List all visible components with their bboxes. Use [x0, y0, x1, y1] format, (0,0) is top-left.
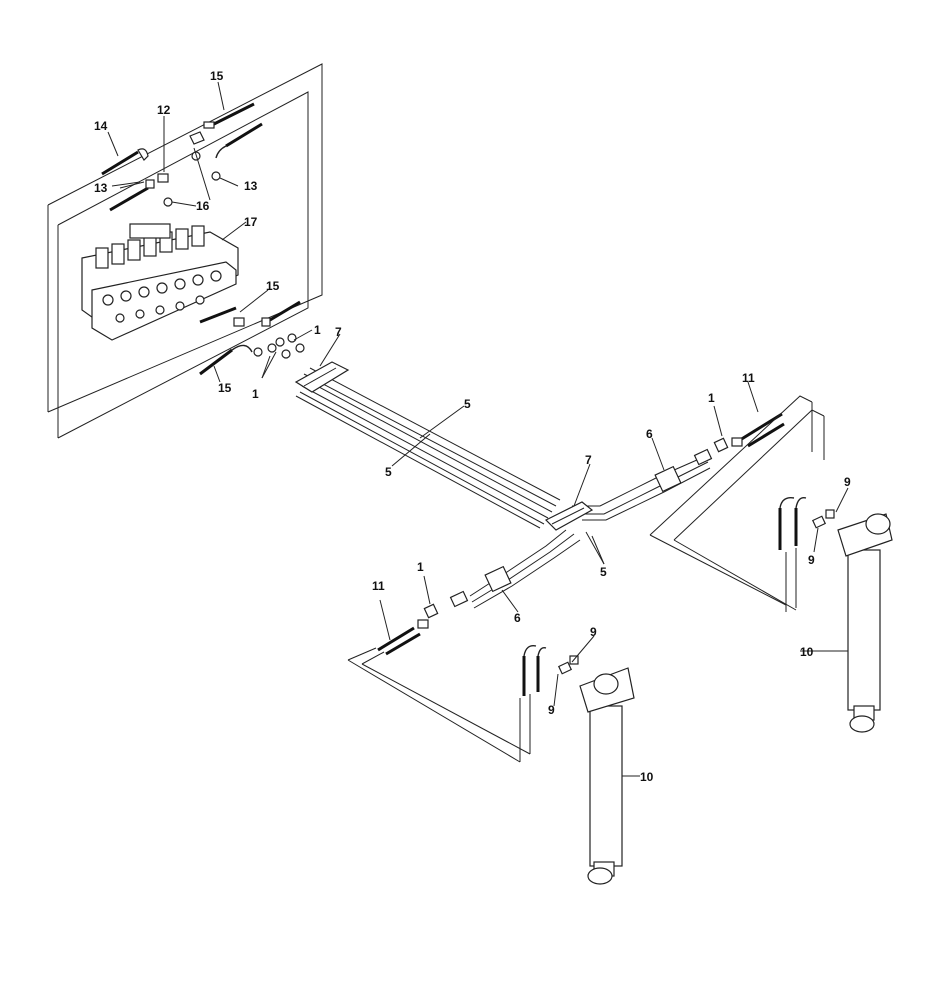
- callout-1-lower-left: 1: [417, 560, 424, 574]
- hose-13-left: [109, 179, 155, 212]
- pipe-clamp-7-center: [544, 501, 594, 531]
- hose-11-left: [377, 599, 429, 656]
- callout-14: 14: [94, 119, 108, 133]
- callout-11-right: 11: [742, 371, 755, 385]
- callout-16: 16: [196, 199, 210, 213]
- callout-13-left: 13: [94, 181, 108, 195]
- callout-1-lower: 1: [252, 387, 259, 401]
- pipe-clamp-6-right: [654, 465, 682, 493]
- callout-5-right: 5: [600, 565, 607, 579]
- hose-fittings-lower: [519, 645, 579, 762]
- hose-14: [101, 148, 149, 176]
- callout-6-lower: 6: [514, 611, 521, 625]
- hose-15-lower: [199, 300, 301, 376]
- fittings-12-13-16: [157, 116, 221, 207]
- callout-labels: 15 14 12 13 13 16 17 15 15 1 1 7 5 5 7 5…: [94, 69, 851, 784]
- callout-10-lower: 10: [640, 770, 654, 784]
- lower-hose-frame: [347, 647, 531, 763]
- callout-9-lower-bottom: 9: [548, 703, 555, 717]
- hose-11-right: [731, 412, 785, 448]
- pipe-clamp-7-left: [294, 361, 350, 393]
- pipe-clamp-6-left: [484, 565, 512, 593]
- callout-5-lower: 5: [385, 465, 392, 479]
- callout-9-right-bottom: 9: [808, 553, 815, 567]
- callout-1-upper: 1: [314, 323, 321, 337]
- fittings-1-lower: [423, 575, 469, 619]
- right-hose-frame: [649, 395, 825, 611]
- leader-lines: [107, 81, 849, 707]
- callout-15-middle: 15: [266, 279, 280, 293]
- callout-10-right: 10: [800, 645, 814, 659]
- callout-5-upper: 5: [464, 397, 471, 411]
- callout-1-right: 1: [708, 391, 715, 405]
- callout-6-right: 6: [646, 427, 653, 441]
- valve-group-frame: [47, 63, 323, 439]
- hose-fittings-right: [778, 497, 835, 612]
- valve-spools: [95, 223, 222, 323]
- fittings-1-left: [253, 329, 313, 379]
- hydraulic-cylinder-right: [800, 513, 893, 733]
- steel-pipe-bundle: [295, 367, 711, 609]
- callout-17: 17: [244, 215, 258, 229]
- hose-15-top: [203, 102, 263, 159]
- callout-9-right-top: 9: [844, 475, 851, 489]
- control-valve-block: [81, 223, 239, 341]
- callout-12: 12: [157, 103, 171, 117]
- callout-15-top: 15: [210, 69, 224, 83]
- hydraulic-cylinder-lower: [579, 667, 640, 885]
- callout-7-center: 7: [585, 453, 592, 467]
- callout-13-right: 13: [244, 179, 258, 193]
- callout-15-bottom: 15: [218, 381, 232, 395]
- fittings-1-right: [693, 405, 729, 466]
- callout-11-lower: 11: [372, 579, 385, 593]
- callout-9-lower-top: 9: [590, 625, 597, 639]
- callout-7-left: 7: [335, 325, 342, 339]
